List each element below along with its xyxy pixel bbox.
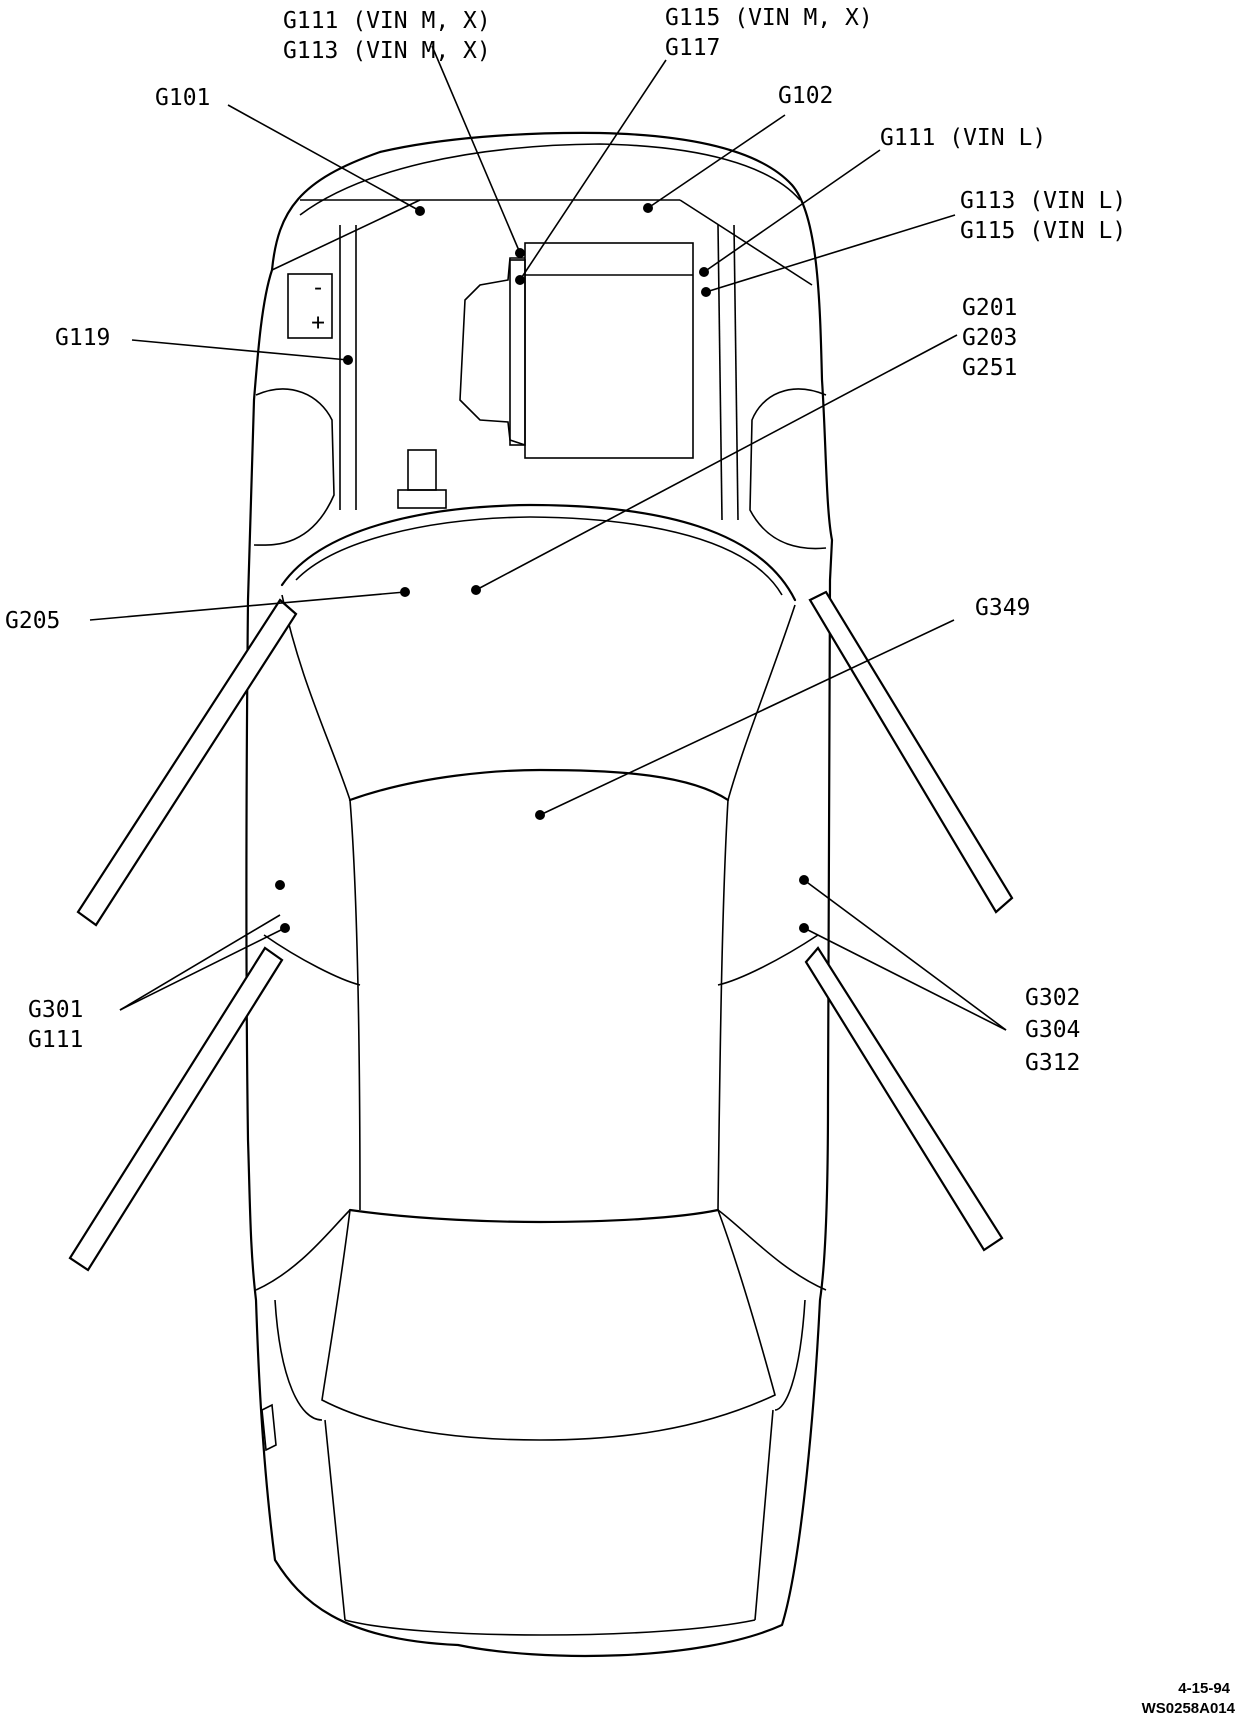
battery (287, 273, 333, 339)
label-g111-vin-l: G111 (VIN L) (880, 125, 1046, 151)
ground-point-g111-vin-l (699, 267, 709, 277)
ground-point-g304 (799, 923, 809, 933)
ground-point-g349 (535, 810, 545, 820)
label-g205: G205 (5, 608, 60, 634)
stamp-date: 4-15-94 (1178, 1680, 1230, 1697)
label-g349: G349 (975, 595, 1030, 621)
engine-bay-components: - + (287, 242, 694, 509)
right-rear-door (804, 946, 1004, 1252)
label-g203: G203 (962, 325, 1017, 351)
battery-plus: + (311, 310, 325, 336)
drawing-stamp: 4-15-94 WS0258A014 (1142, 1680, 1236, 1717)
ground-point-g102 (643, 203, 653, 213)
reservoir (407, 449, 437, 491)
ground-point-g113-vin-l (701, 287, 711, 297)
label-g302: G302 (1025, 985, 1080, 1011)
right-front-door (808, 590, 1014, 914)
label-g119: G119 (55, 325, 110, 351)
ground-point-g111-vin-mx (515, 248, 525, 258)
label-g111-left: G111 (28, 1027, 83, 1053)
label-g301: G301 (28, 997, 83, 1023)
ground-points (275, 203, 809, 933)
label-g101: G101 (155, 85, 210, 111)
car-body (245, 131, 834, 1658)
doors (68, 590, 1014, 1272)
stamp-code: WS0258A014 (1142, 1700, 1236, 1717)
label-g115-vin-l: G115 (VIN L) (960, 218, 1126, 244)
ground-point-g205 (400, 587, 410, 597)
label-g251: G251 (962, 355, 1017, 381)
label-g102: G102 (778, 83, 833, 109)
engine-side-housing (459, 257, 526, 446)
label-g113-vin-mx: G113 (VIN M, X) (283, 38, 491, 64)
label-g111-vin-mx: G111 (VIN M, X) (283, 8, 491, 34)
label-g312: G312 (1025, 1050, 1080, 1076)
label-g201: G201 (962, 295, 1017, 321)
left-front-door (76, 598, 298, 927)
car-outline (245, 131, 834, 1658)
label-g117: G117 (665, 35, 720, 61)
battery-minus: - (311, 275, 325, 301)
ground-point-g301 (275, 880, 285, 890)
ground-labels: G111 (VIN M, X) G113 (VIN M, X) G115 (VI… (5, 5, 1126, 1076)
label-g304: G304 (1025, 1017, 1080, 1043)
ground-point-g119 (343, 355, 353, 365)
ground-point-g115-vin-mx (515, 275, 525, 285)
ground-point-g302 (799, 875, 809, 885)
ground-point-g101 (415, 206, 425, 216)
label-g115-vin-mx: G115 (VIN M, X) (665, 5, 873, 31)
leader-lines (89, 45, 1007, 1031)
left-rear-door (68, 946, 284, 1272)
ground-point-g201 (471, 585, 481, 595)
ground-point-g111-left (280, 923, 290, 933)
label-g113-vin-l: G113 (VIN L) (960, 188, 1126, 214)
